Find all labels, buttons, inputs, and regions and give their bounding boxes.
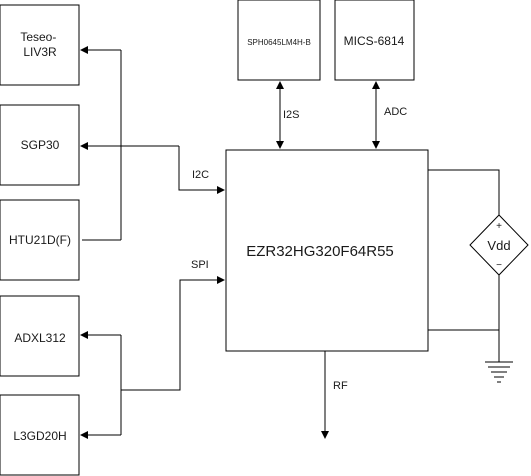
rf-output: RF (321, 351, 348, 439)
sgp30-label: SGP30 (21, 138, 60, 152)
i2s-label: I2S (283, 109, 300, 121)
vdd-label: Vdd (487, 238, 510, 253)
sgp30-block: SGP30 (0, 104, 80, 186)
mics-block: MICS-6814 (334, 0, 415, 81)
htu21d-label: HTU21D(F) (9, 233, 71, 247)
mics-label: MICS-6814 (344, 34, 405, 48)
sph0645-block: SPH0645LM4H-B (237, 0, 321, 81)
ground-icon (485, 361, 513, 383)
vdd-minus: − (496, 260, 502, 271)
spi-label: SPI (191, 259, 209, 271)
htu21d-block: HTU21D(F) (0, 199, 80, 281)
vdd-plus: + (496, 221, 502, 232)
i2s-link: I2S (276, 81, 300, 149)
adxl312-block: ADXL312 (0, 295, 80, 377)
adc-label: ADC (384, 106, 407, 118)
adxl312-label: ADXL312 (14, 331, 66, 345)
spi-bus: SPI (80, 259, 225, 439)
sph0645-label: SPH0645LM4H-B (247, 38, 311, 47)
rf-label: RF (333, 380, 348, 392)
teseo-label-line1: Teseo- (20, 30, 56, 44)
i2c-label: I2C (192, 169, 209, 181)
l3gd20h-label: L3GD20H (13, 429, 66, 443)
i2c-bus: I2C (80, 46, 225, 241)
mcu-block: EZR32HG320F64R55 (225, 149, 429, 352)
l3gd20h-block: L3GD20H (0, 394, 80, 476)
teseo-label: Teseo- LIV3R (20, 30, 59, 59)
adc-link: ADC (372, 81, 407, 149)
teseo-block: Teseo- LIV3R (0, 4, 80, 86)
mcu-label: EZR32HG320F64R55 (246, 243, 394, 260)
vdd-source: + Vdd − (428, 169, 529, 362)
teseo-label-line2: LIV3R (23, 45, 57, 59)
